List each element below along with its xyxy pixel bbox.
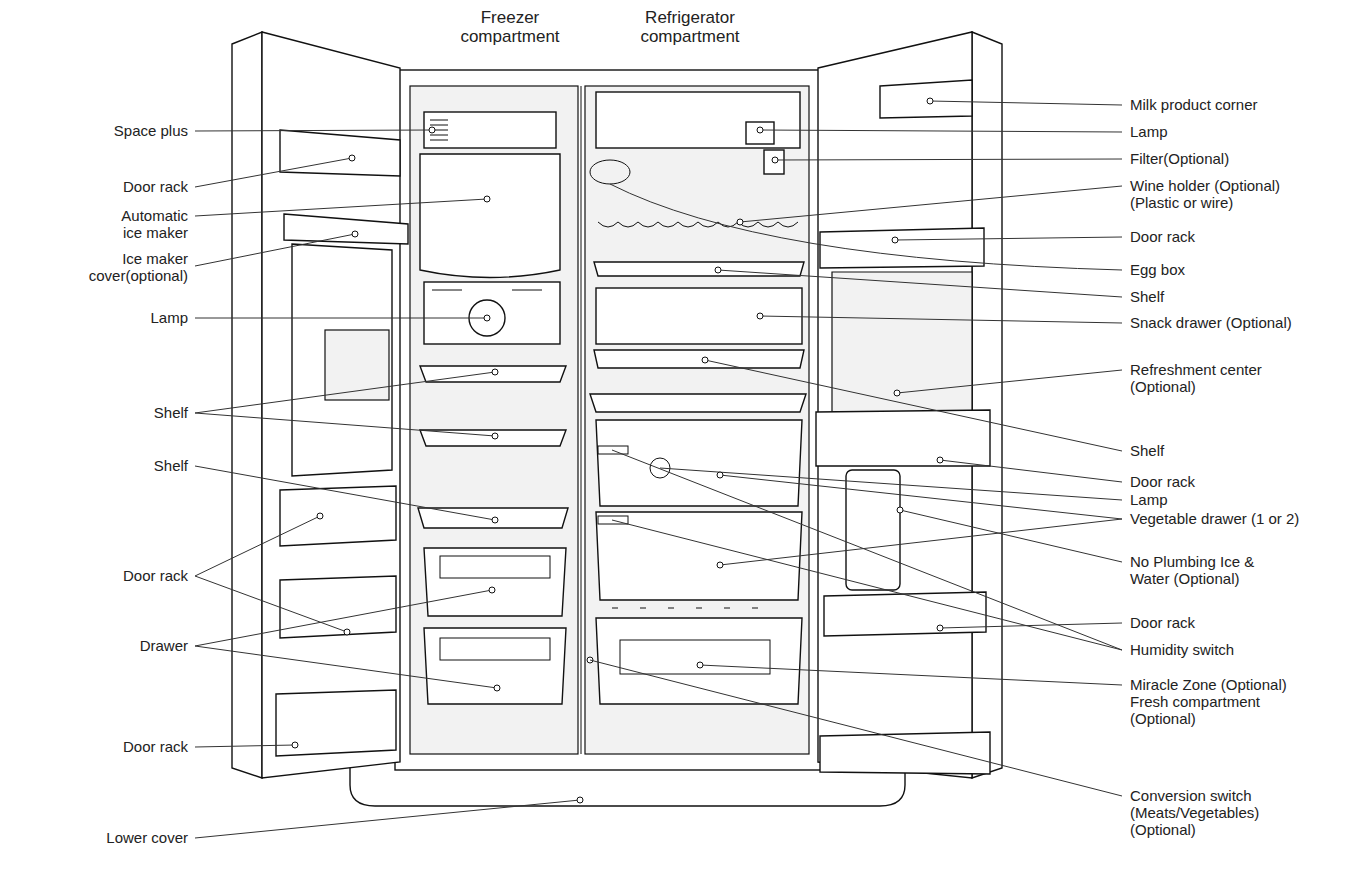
door-edge — [972, 32, 1002, 778]
part-label: Miracle Zone (Optional) — [1130, 676, 1355, 693]
part-label: Lamp — [1130, 491, 1350, 508]
drawer-handle — [620, 640, 770, 674]
left-door-shape — [262, 32, 400, 778]
shelf-shape — [816, 410, 990, 466]
water-tank-shape — [846, 470, 900, 590]
part-label: Lamp — [1130, 123, 1350, 140]
part-label: Lamp — [38, 309, 188, 326]
divider-line — [581, 86, 582, 754]
part-label: Snack drawer (Optional) — [1130, 314, 1355, 331]
vegetable-drawer-shape — [596, 420, 802, 506]
part-label: Door rack — [38, 178, 188, 195]
right-door-shape — [818, 32, 972, 778]
shelf-shape — [590, 394, 806, 412]
door-edge — [232, 32, 262, 778]
dispenser-housing — [292, 244, 392, 476]
compartment-heading: Refrigerator compartment — [625, 8, 755, 46]
part-label: Milk product corner — [1130, 96, 1350, 113]
part-label: Lower cover — [38, 829, 188, 846]
shelf-shape — [418, 508, 568, 528]
door-rack-shape — [820, 732, 990, 774]
ice-maker-cover-shape — [284, 214, 408, 244]
space-plus-shape — [424, 112, 556, 148]
milk-corner-shape — [880, 80, 972, 118]
dispenser-window — [325, 330, 389, 400]
leader-lines — [195, 98, 1122, 838]
door-rack-shape — [280, 130, 400, 176]
drawer-handle — [440, 638, 550, 660]
lamp-housing — [424, 282, 560, 344]
part-label: Egg box — [1130, 261, 1350, 278]
drawer-shape — [424, 548, 566, 616]
refreshment-center-shape — [832, 272, 972, 412]
part-label: Drawer — [38, 637, 188, 654]
part-label: Door rack — [1130, 228, 1350, 245]
part-label: Door rack — [38, 738, 188, 755]
part-label: Fresh compartment (Optional) — [1130, 693, 1280, 727]
part-label: Shelf — [38, 457, 188, 474]
fridge-interior — [585, 86, 809, 754]
button-row — [612, 608, 758, 609]
part-label: Conversion switch (Meats/Vegetables) (Op… — [1130, 787, 1280, 838]
part-label: Filter(Optional) — [1130, 150, 1350, 167]
top-housing — [596, 92, 800, 148]
drawer-handle — [440, 556, 550, 578]
part-label: Door rack — [38, 567, 188, 584]
part-label: Automatic ice maker — [102, 207, 188, 241]
part-label: No Plumbing Ice & Water (Optional) — [1130, 553, 1280, 587]
vent-lines — [430, 120, 448, 140]
vent-lines — [432, 290, 542, 291]
part-label: Space plus — [38, 122, 188, 139]
part-label: Shelf — [1130, 288, 1350, 305]
lamp-shape — [746, 122, 774, 144]
part-label: Vegetable drawer (1 or 2) — [1130, 510, 1360, 527]
drawer-shape — [424, 628, 566, 704]
part-label: Shelf — [1130, 442, 1350, 459]
fresh-compartment-shape — [596, 618, 802, 704]
part-label: Humidity switch — [1130, 641, 1350, 658]
part-label: Shelf — [38, 404, 188, 421]
wine-holder-shape — [598, 222, 798, 227]
filter-shape — [764, 150, 784, 174]
compartment-heading: Freezer compartment — [450, 8, 570, 46]
freezer-interior — [410, 86, 578, 754]
part-label: Door rack — [1130, 614, 1350, 631]
door-rack-shape — [280, 486, 396, 546]
part-label: Ice maker cover(optional) — [76, 250, 188, 284]
vegetable-drawer-shape — [596, 512, 802, 600]
shelf-shape — [594, 350, 804, 368]
door-rack-shape — [276, 690, 396, 756]
ice-maker-shape — [420, 154, 560, 278]
part-label: Door rack — [1130, 473, 1350, 490]
part-label: Wine holder (Optional) (Plastic or wire) — [1130, 177, 1302, 211]
part-label: Refreshment center (Optional) — [1130, 361, 1278, 395]
door-rack-shape — [824, 592, 986, 636]
highlight-ring — [590, 160, 630, 184]
